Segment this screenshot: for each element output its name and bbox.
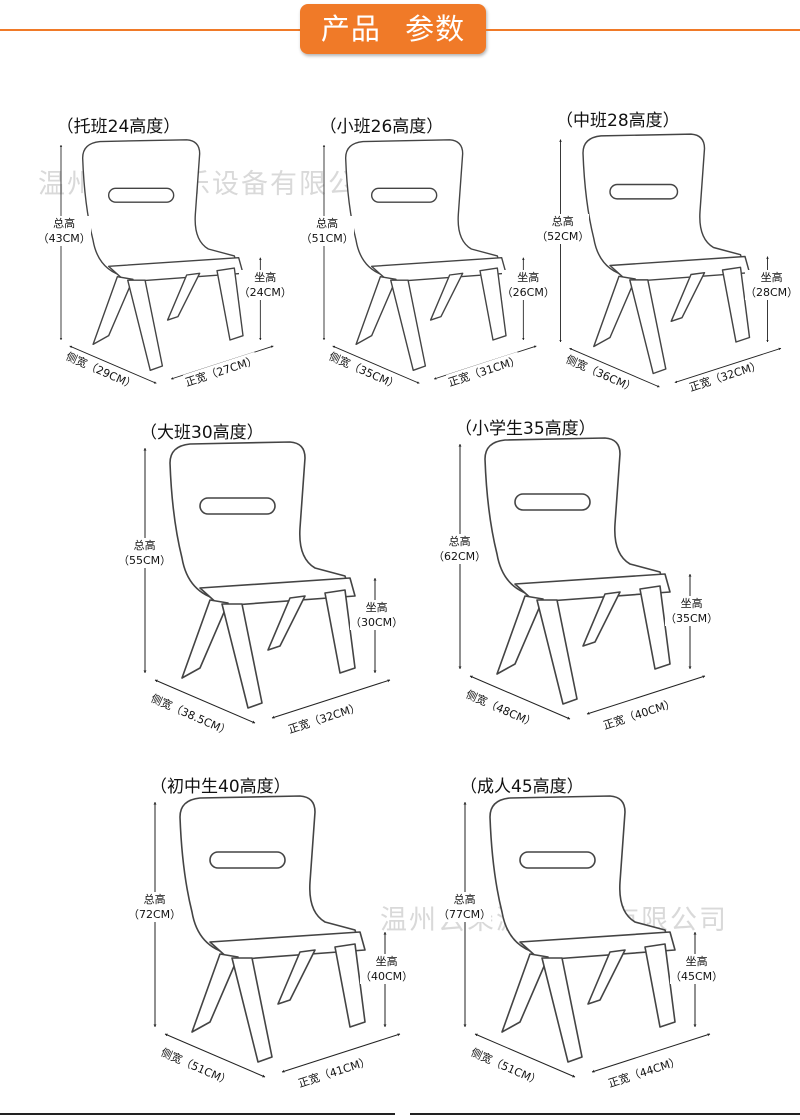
chair-outline — [81, 139, 244, 372]
total-height-value: （52CM） — [536, 230, 590, 243]
chair-title: （小学生35高度） — [455, 419, 596, 439]
chair-card-2: （中班28高度）总高（52CM）坐高（28CM）侧宽（36CM）正宽（32CM） — [520, 106, 799, 416]
total-height-caption: 总高 — [133, 539, 156, 552]
total-height-value: （55CM） — [118, 554, 172, 567]
total-height-value: （43CM） — [37, 232, 91, 245]
depth-dimension — [164, 1033, 266, 1078]
chair-drawing — [559, 133, 782, 388]
width-dimension — [281, 1033, 401, 1073]
total-height-caption: 总高 — [551, 215, 574, 228]
seat-height-caption: 坐高 — [760, 270, 783, 284]
total-height-caption: 总高 — [53, 217, 76, 230]
seat-height-value: （24CM） — [238, 285, 292, 299]
chair-card-4: （小学生35高度）总高（62CM）坐高（35CM）侧宽（48CM）正宽（40CM… — [415, 414, 719, 744]
total-height-caption: 总高 — [453, 893, 476, 906]
seat-height-label: 坐高（26CM） — [501, 269, 555, 300]
chair-card-6: （成人45高度）总高（77CM）坐高（45CM）侧宽（51CM）正宽（44CM） — [420, 772, 724, 1102]
chair-drawing — [458, 437, 706, 720]
chair-outline — [344, 139, 507, 372]
seat-height-value: （28CM） — [745, 285, 799, 299]
total-height-value: （77CM） — [438, 908, 492, 921]
depth-dimension — [332, 345, 420, 384]
seat-height-value: （35CM） — [665, 612, 719, 625]
chair-outline — [489, 795, 676, 1063]
seat-height-caption: 坐高 — [365, 601, 388, 614]
depth-dimension — [69, 345, 157, 384]
total-height-value: （72CM） — [128, 908, 182, 921]
seat-height-value: （30CM） — [350, 616, 404, 629]
total-height-label: 总高 （43CM） — [37, 216, 91, 246]
width-dimension — [586, 675, 706, 715]
width-dimension — [271, 679, 391, 719]
depth-dimension — [474, 1033, 576, 1078]
chair-card-3: （大班30高度）总高（55CM）坐高（30CM）侧宽（38.5CM）正宽（32C… — [100, 418, 404, 748]
chair-drawing — [463, 795, 711, 1078]
chair-outline — [179, 795, 366, 1063]
seat-height-value: （45CM） — [670, 970, 724, 983]
footer-rule-left — [0, 1113, 395, 1115]
chair-drawing — [59, 139, 274, 384]
total-height-label: 总高 （62CM） — [433, 534, 487, 564]
seat-height-caption: 坐高 — [375, 955, 398, 968]
depth-dimension — [569, 347, 660, 388]
chair-outline — [169, 441, 356, 709]
seat-height-label: 坐高 （40CM） — [360, 954, 414, 984]
chair-card-1: （小班26高度）总高（51CM）坐高（26CM）侧宽（35CM）正宽（31CM） — [285, 112, 555, 412]
chair-outline — [582, 133, 751, 375]
seat-height-caption: 坐高 — [254, 270, 277, 284]
total-height-value: （51CM） — [300, 232, 354, 245]
chair-title: （成人45高度） — [460, 777, 584, 797]
seat-height-caption: 坐高 — [685, 955, 708, 968]
total-height-value: （62CM） — [433, 550, 487, 563]
total-height-label: 总高 （72CM） — [128, 892, 182, 922]
chair-drawing — [143, 441, 391, 724]
seat-height-label: 坐高 （35CM） — [665, 596, 719, 626]
footer-rule-right — [410, 1113, 800, 1115]
chair-card-0: （托班24高度）总高（43CM）坐高（24CM）侧宽（29CM）正宽（27CM） — [22, 112, 292, 412]
seat-height-label: 坐高 （30CM） — [350, 600, 404, 630]
total-height-label: 总高 （52CM） — [536, 214, 590, 244]
total-height-label: 总高 （55CM） — [118, 538, 172, 568]
chair-card-5: （初中生40高度）总高（72CM）坐高（40CM）侧宽（51CM）正宽（41CM… — [110, 772, 414, 1102]
seat-height-caption: 坐高 — [517, 270, 540, 284]
width-dimension — [591, 1033, 711, 1073]
chair-title: （大班30高度） — [140, 423, 264, 443]
seat-height-label: 坐高 （45CM） — [670, 954, 724, 984]
seat-height-label: 坐高（24CM） — [238, 269, 292, 300]
chair-drawing — [322, 139, 537, 384]
seat-height-value: （40CM） — [360, 970, 414, 983]
seat-height-caption: 坐高 — [680, 597, 703, 610]
seat-height-label: 坐高（28CM） — [745, 269, 799, 300]
header-rule-left — [0, 29, 300, 31]
total-height-label: 总高 （51CM） — [300, 216, 354, 246]
chair-title: （托班24高度） — [56, 117, 181, 137]
depth-dimension — [154, 679, 256, 724]
section-title: 产品 参数 — [300, 4, 486, 54]
total-height-caption: 总高 — [448, 535, 471, 548]
seat-height-value: （26CM） — [501, 285, 555, 299]
depth-dimension — [469, 675, 571, 720]
total-height-label: 总高 （77CM） — [438, 892, 492, 922]
chair-title: （小班26高度） — [319, 117, 444, 137]
chair-title: （初中生40高度） — [150, 777, 291, 797]
total-height-caption: 总高 — [143, 893, 166, 906]
header-rule-right — [486, 29, 800, 31]
chair-outline — [484, 437, 671, 705]
total-height-caption: 总高 — [316, 217, 339, 230]
chair-title: （中班28高度） — [556, 111, 680, 131]
